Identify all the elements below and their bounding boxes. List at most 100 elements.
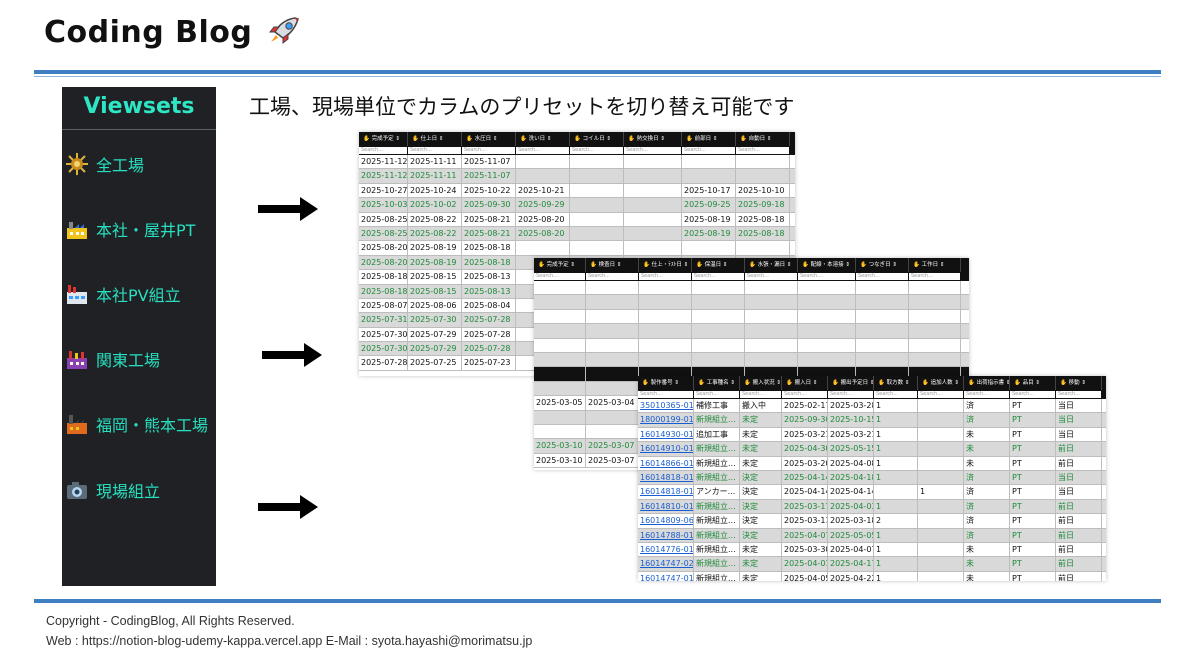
column-search-input[interactable]: Search...	[359, 147, 408, 154]
table-cell[interactable]: 18000199-01	[638, 413, 694, 427]
sidebar-item-honsha-yai-pt[interactable]: 本社・屋井PT	[62, 214, 216, 244]
column-header[interactable]: ✋ 洗い日 ⇕	[516, 132, 570, 146]
column-search-input[interactable]: Search...	[856, 273, 909, 280]
table-row[interactable]	[534, 281, 969, 296]
table-cell[interactable]: 16014930-01	[638, 427, 694, 442]
column-header[interactable]: ✋ 自動日 ⇕	[736, 132, 790, 146]
table-cell[interactable]: 16014788-01	[638, 528, 694, 542]
table-row[interactable]	[534, 352, 969, 368]
table-row[interactable]	[534, 324, 969, 339]
column-search-input[interactable]: Search...	[516, 147, 570, 154]
column-header[interactable]: ✋ 工事種名 ⇕	[694, 376, 740, 390]
column-header[interactable]: ✋ 保温日 ⇕	[692, 258, 745, 272]
column-search-input[interactable]: Search...	[682, 147, 736, 154]
column-header[interactable]: ✋ つなぎ日 ⇕	[856, 258, 909, 272]
column-search-input[interactable]: Search...	[570, 147, 624, 154]
column-header[interactable]: ✋ コイル日 ⇕	[570, 132, 624, 146]
sidebar-item-honsha-pv[interactable]: 本社PV組立	[62, 279, 216, 309]
column-search-input[interactable]: Search...	[798, 273, 856, 280]
column-search-input[interactable]: Search...	[964, 391, 1010, 398]
column-search-input[interactable]: Search...	[736, 147, 790, 154]
table-cell[interactable]: 16014747-02	[638, 557, 694, 571]
column-search-input[interactable]: Search...	[638, 391, 694, 398]
column-header[interactable]: ✋ 仕上日 ⇕	[408, 132, 462, 146]
column-search-input[interactable]: Search...	[874, 391, 918, 398]
table-cell[interactable]: 16014866-01	[638, 456, 694, 470]
table-cell[interactable]: 16014747-01	[638, 571, 694, 581]
column-header[interactable]: ✋ 工作日 ⇕	[909, 258, 961, 272]
column-header[interactable]: ✋ 検査日 ⇕	[586, 258, 639, 272]
table-cell[interactable]: 16014818-01	[638, 485, 694, 499]
column-header[interactable]: ✋ 取方数 ⇕	[874, 376, 918, 390]
column-search-input[interactable]: Search...	[828, 391, 874, 398]
column-header[interactable]: ✋ 追加人数 ⇕	[918, 376, 964, 390]
table-cell: 前日	[1056, 499, 1102, 514]
column-header[interactable]: ✋ 搬入日 ⇕	[782, 376, 828, 390]
sidebar-item-kanto-factory[interactable]: 関東工場	[62, 344, 216, 374]
column-header[interactable]: ✋ 水圧日 ⇕	[462, 132, 516, 146]
column-header[interactable]: ✋ 仕上・ﾃｽﾄ日 ⇕	[639, 258, 692, 272]
column-search-input[interactable]: Search...	[918, 391, 964, 398]
column-search-input[interactable]: Search...	[408, 147, 462, 154]
column-header[interactable]: ✋ 製作番号 ⇕	[638, 376, 694, 390]
column-search-input[interactable]: Search...	[1056, 391, 1102, 398]
table-cell	[798, 367, 856, 381]
column-header[interactable]: ✋ 熱交換日 ⇕	[624, 132, 682, 146]
table-cell[interactable]: 16014776-01	[638, 542, 694, 557]
column-header[interactable]: ✋ 前部日 ⇕	[682, 132, 736, 146]
column-search-input[interactable]: Search...	[909, 273, 961, 280]
column-search-input[interactable]: Search...	[462, 147, 516, 154]
column-search-input[interactable]: Search...	[639, 273, 692, 280]
column-header[interactable]: ✋ 搬入状況 ⇕	[740, 376, 782, 390]
table-cell[interactable]: 35010365-01	[638, 399, 694, 413]
column-search-input[interactable]: Search...	[586, 273, 639, 280]
column-header[interactable]: ✋ 品目 ⇕	[1010, 376, 1056, 390]
column-search-input[interactable]: Search...	[692, 273, 745, 280]
column-header[interactable]: ✋ 水張・漏日 ⇕	[745, 258, 798, 272]
column-search-input[interactable]: Search...	[624, 147, 682, 154]
column-header[interactable]: ✋ 完成予定 ⇕	[359, 132, 408, 146]
table-row[interactable]	[534, 338, 969, 353]
column-search-input[interactable]: Search...	[745, 273, 798, 280]
table-row[interactable]	[534, 295, 969, 310]
column-search-input[interactable]: Search...	[694, 391, 740, 398]
table-cell[interactable]: 16014910-01	[638, 442, 694, 456]
column-header[interactable]: ✋ 移動 ⇕	[1056, 376, 1102, 390]
table-cell[interactable]: 16014818-01	[638, 470, 694, 485]
column-header[interactable]: ✋ 出荷指示書 ⇕	[964, 376, 1010, 390]
sidebar-item-fukuoka-kumamoto[interactable]: 福岡・熊本工場	[62, 409, 216, 439]
column-header[interactable]: ✋ 配線・本溶接 ⇕	[798, 258, 856, 272]
sidebar-item-on-site-assembly[interactable]: 現場組立	[62, 475, 216, 505]
sidebar-item-all-factories[interactable]: 全工場	[62, 149, 216, 179]
column-header[interactable]: ✋ 完成予定 ⇕	[534, 258, 586, 272]
column-header[interactable]: ✋ 搬出予定日 ⇕	[828, 376, 874, 390]
table-cell[interactable]: 16014809-06	[638, 514, 694, 528]
column-search-input[interactable]: Search...	[740, 391, 782, 398]
column-search-input[interactable]: Search...	[1010, 391, 1056, 398]
column-search-input[interactable]: Search...	[782, 391, 828, 398]
table-cell[interactable]: 16014810-01	[638, 499, 694, 514]
table-cell: 2025-11-11	[408, 169, 462, 183]
column-search-input[interactable]: Search...	[534, 273, 586, 280]
table-row[interactable]	[534, 309, 969, 325]
